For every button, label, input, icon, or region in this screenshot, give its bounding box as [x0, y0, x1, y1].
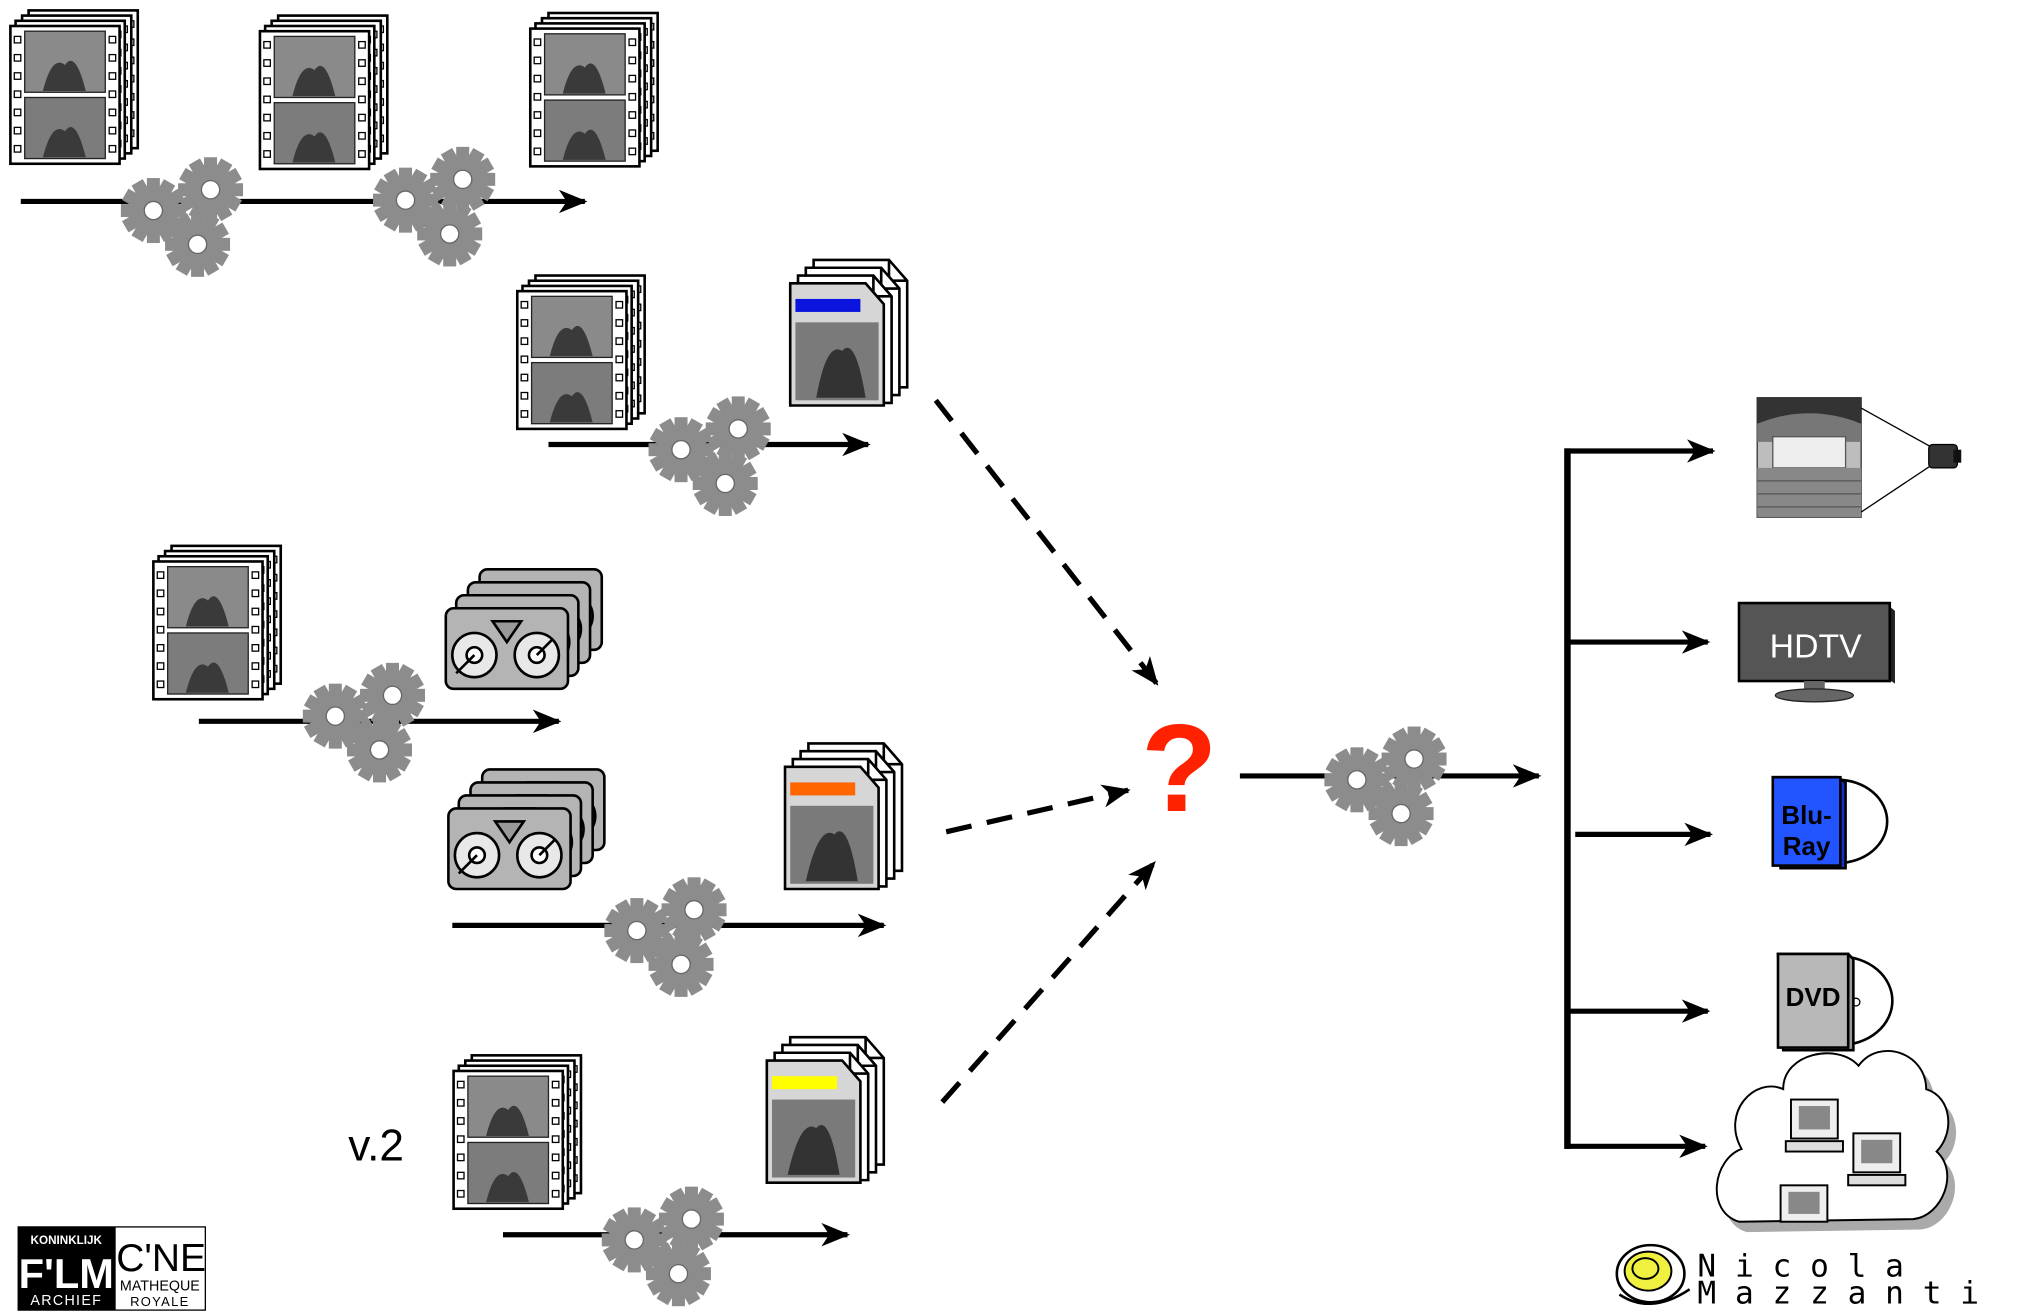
gears-icon — [1324, 727, 1446, 847]
dvd-label: DVD — [1786, 982, 1841, 1012]
gears-icon — [604, 877, 726, 997]
film-reel-stack-2 — [260, 16, 387, 169]
dashed-arrow-3 — [940, 861, 1157, 1104]
gears-icon — [373, 147, 495, 267]
hdtv-icon — [1737, 601, 1895, 703]
logo-royale: ROYALE — [130, 1294, 190, 1309]
signature-line1: N i c o l a — [1697, 1248, 1904, 1284]
film-reel-stack-1 — [10, 10, 137, 163]
hdtv-label: HDTV — [1770, 628, 1862, 666]
logo-archief: ARCHIEF — [30, 1293, 102, 1309]
film-reel-stack-3 — [530, 13, 657, 166]
internet-cloud-icon — [1715, 1050, 1957, 1233]
dashed-arrow-1 — [933, 398, 1159, 686]
bluray-label-line1: Blu- — [1781, 800, 1832, 830]
logo-koninklijk: KONINKLIJK — [31, 1234, 103, 1247]
question-mark: ? — [1141, 699, 1217, 838]
digital-file-stack-2 — [783, 742, 904, 891]
video-tape-stack-2 — [448, 769, 604, 889]
gears-icon — [121, 157, 243, 277]
video-tape-stack-1 — [446, 569, 602, 689]
logo-cine: C'NE — [116, 1237, 206, 1280]
film-reel-stack-4 — [517, 276, 644, 429]
digital-file-stack-3 — [765, 1035, 886, 1185]
bluray-disc-icon — [1771, 775, 1889, 870]
gears-icon — [649, 396, 771, 516]
bluray-label-line2: Ray — [1783, 831, 1831, 861]
gears-icon — [303, 663, 425, 783]
film-archive-logo — [17, 1226, 207, 1311]
signature-line2: M a z z a n t i — [1697, 1276, 1979, 1311]
logo-film: F'LM — [19, 1250, 114, 1297]
cinema-projector-icon — [1756, 397, 1962, 518]
digital-file-stack-1 — [788, 258, 909, 407]
dvd-disc-icon — [1776, 952, 1894, 1052]
gears-icon — [602, 1187, 724, 1307]
signature-spiral-icon — [1615, 1243, 1691, 1306]
film-reel-stack-5 — [153, 546, 280, 699]
logo-matheque: MATHEQUE — [120, 1279, 200, 1295]
film-reel-stack-6 — [454, 1055, 581, 1208]
dashed-arrow-2 — [945, 784, 1131, 835]
version-label: v.2 — [348, 1122, 404, 1171]
